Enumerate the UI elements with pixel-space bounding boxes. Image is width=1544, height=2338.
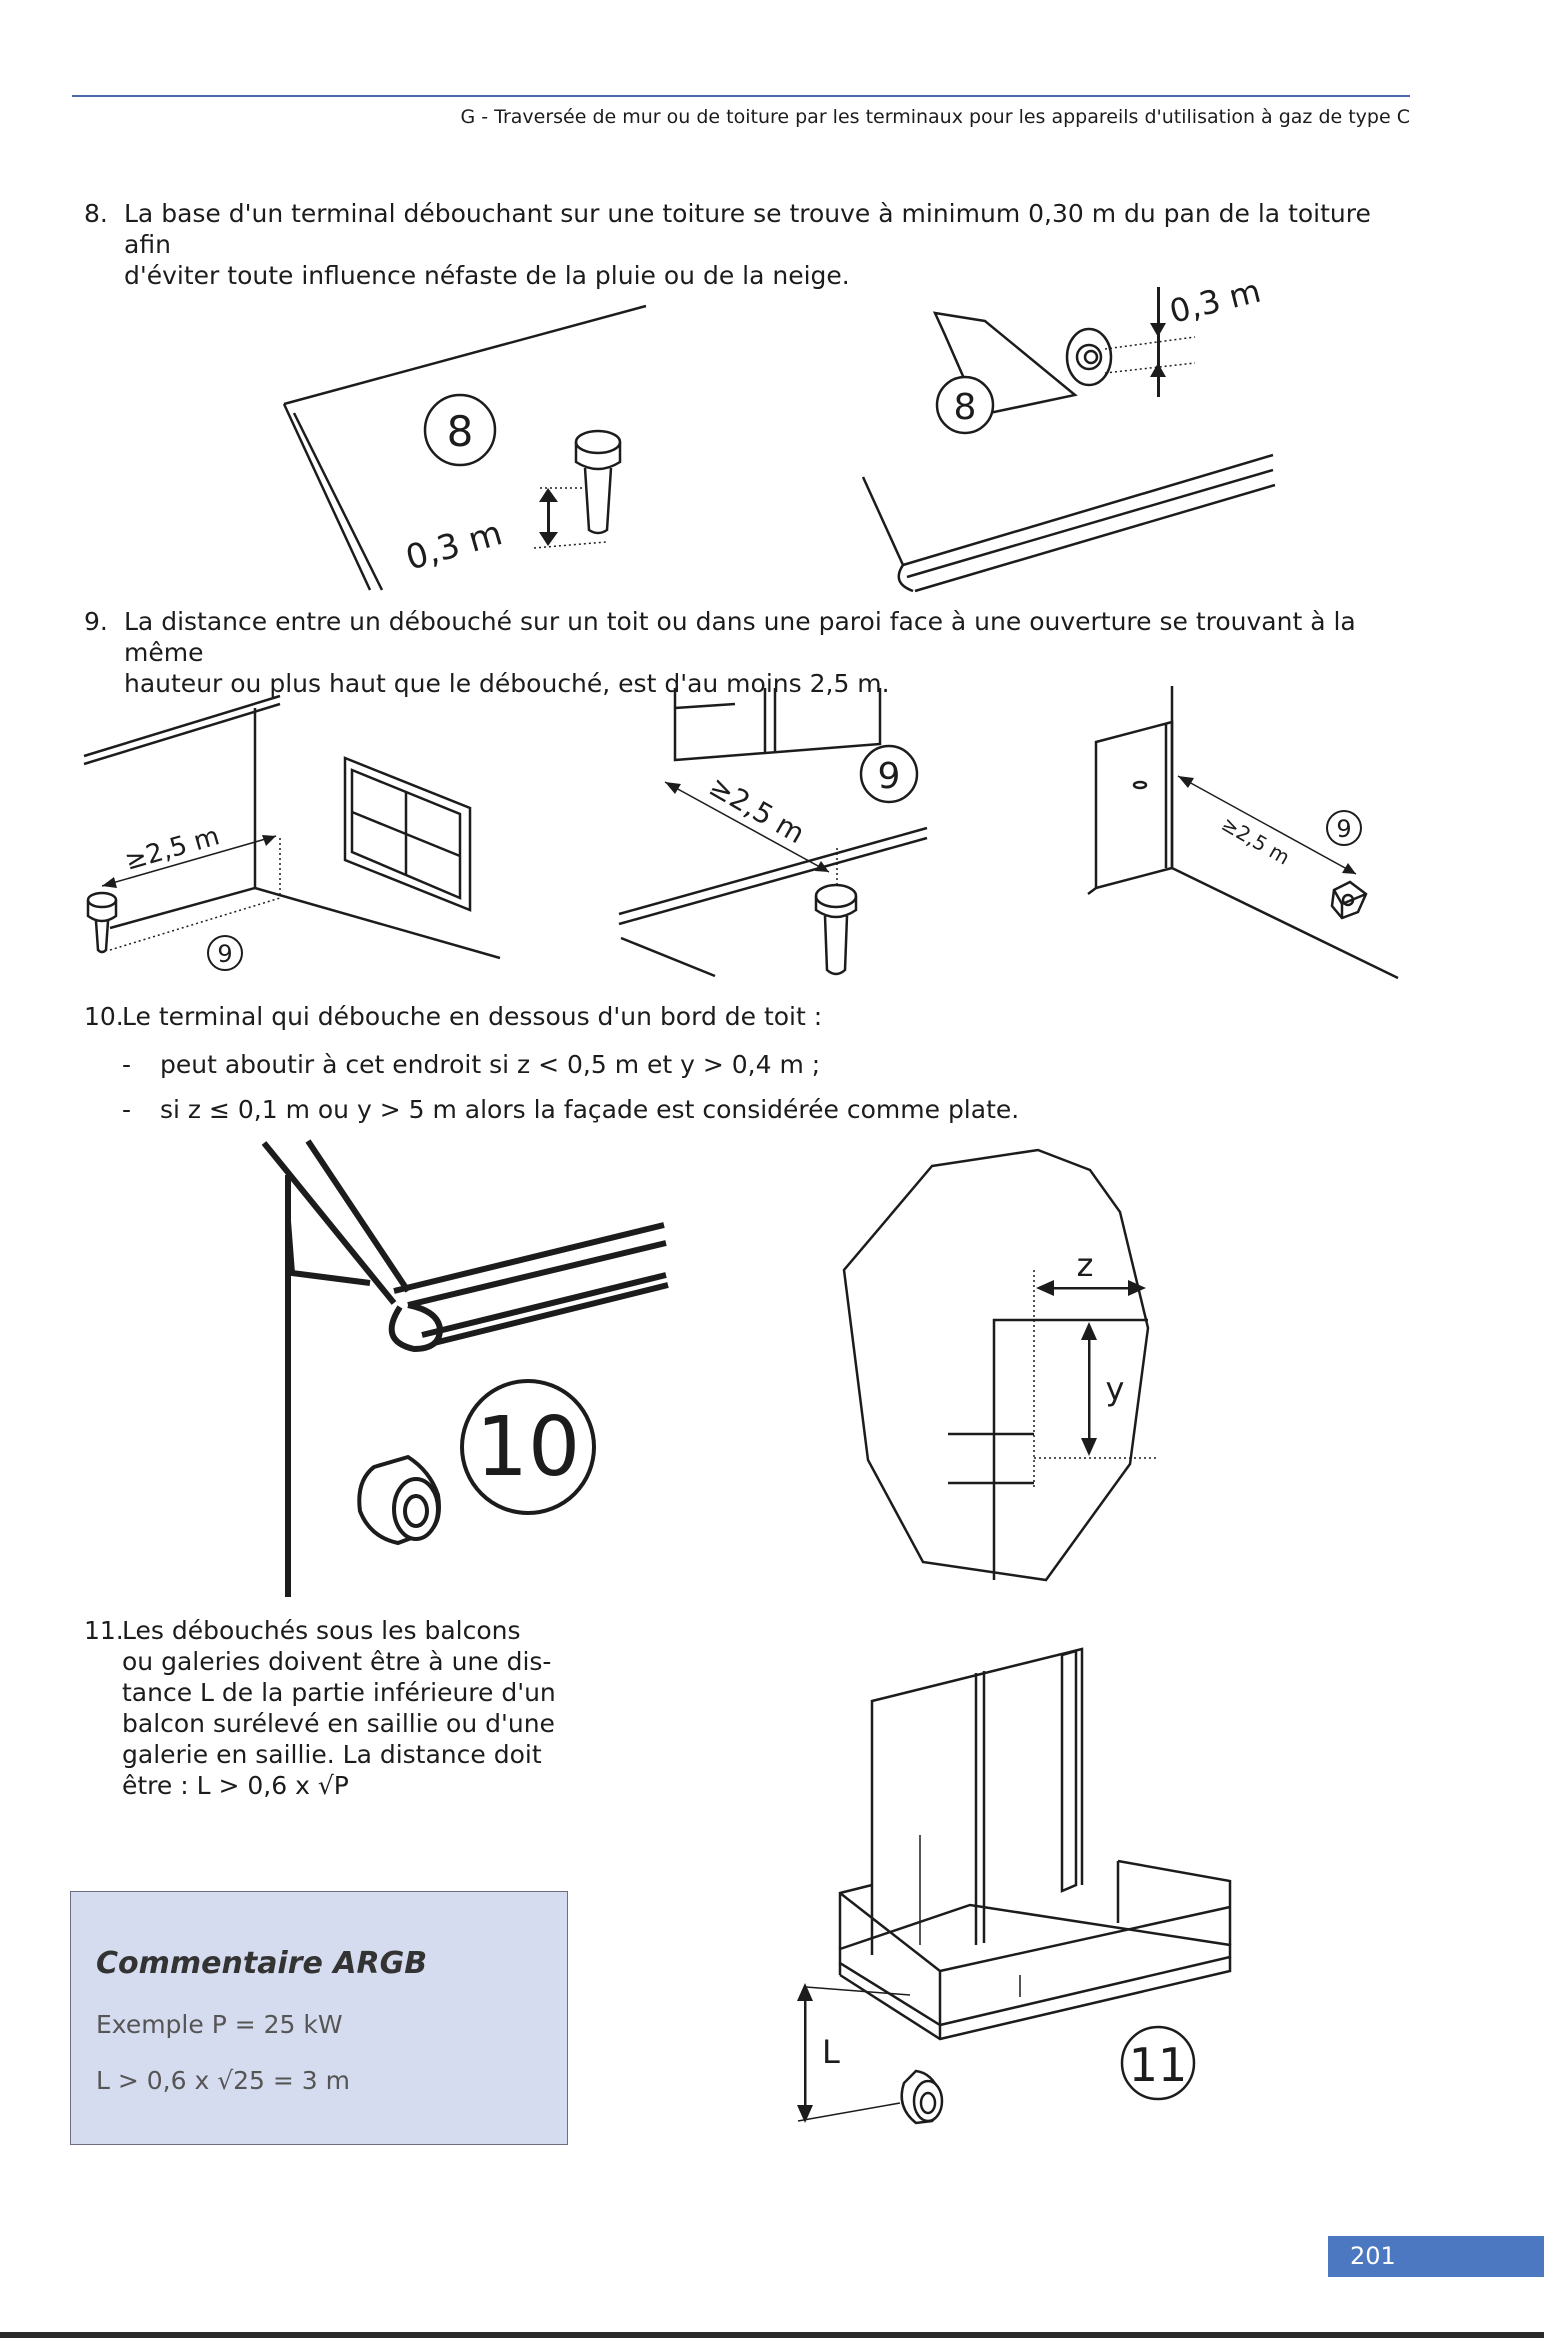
dimension-label: y [1106,1370,1125,1408]
bottom-edge [0,2332,1544,2338]
item-text-line: hauteur ou plus haut que le débouché, es… [124,669,890,698]
figure-marker: 10 [476,1400,580,1495]
item-text-line: balcon surélevé en saillie ou d'une [122,1709,555,1738]
dimension-label: ≥2,5 m [704,769,811,850]
figure-11-balcony: L 11 [797,1647,1232,2125]
item-9: 9. La distance entre un débouché sur un … [84,606,1424,699]
item-number: 11. [84,1616,124,1645]
bullet-dash: - [122,1050,132,1079]
figure-9-roof-window: ≥2,5 m 9 [83,694,501,971]
figure-10-facade-detail: z y [842,1148,1156,1582]
item-text-line: La base d'un terminal débouchant sur une… [124,199,1371,259]
figure-marker: 8 [447,407,474,456]
page-number: 201 [1350,2242,1396,2270]
comment-line: L > 0,6 x √25 = 3 m [96,2066,351,2095]
running-header: G - Traversée de mur ou de toiture par l… [460,106,1410,128]
figure-marker: 11 [1129,2038,1188,2092]
dimension-label: 0,3 m [1166,272,1265,331]
item-number: 10. [84,1002,124,1031]
dimension-label: 0,3 m [401,513,506,578]
comment-title: Commentaire ARGB [96,1946,428,1981]
bullet-text: peut aboutir à cet endroit si z < 0,5 m … [160,1050,821,1079]
figure-9-roof-opening: ≥2,5 m 9 [618,688,928,978]
header-rule [72,95,1410,97]
item-number: 8. [84,199,108,228]
item-text-line: La distance entre un débouché sur un toi… [124,607,1356,667]
item-text-line: Les débouchés sous les balcons [122,1616,521,1645]
item-text-line: galerie en saillie. La distance doit [122,1740,542,1769]
item-number: 9. [84,607,108,636]
item-text-line: ou galeries doivent être à une dis- [122,1647,552,1676]
figure-8-wall-terminal: 8 0,3 m [861,272,1276,593]
dimension-label: z [1077,1246,1094,1284]
figure-9-door-wall: ≥2,5 m 9 [1087,686,1399,980]
bullet-item: - si z ≤ 0,1 m ou y > 5 m alors la façad… [122,1094,1322,1125]
bullet-dash: - [122,1095,132,1124]
dimension-label: ≥2,5 m [1218,812,1294,870]
figure-marker: 9 [1336,815,1351,843]
dimension-label: ≥2,5 m [122,821,223,877]
marker-circle-8 [423,393,497,467]
item-text-line: être : L > 0,6 x √P [122,1771,349,1800]
comment-line: Exemple P = 25 kW [96,2010,343,2039]
bullet-text: si z ≤ 0,1 m ou y > 5 m alors la façade … [160,1095,1020,1124]
figure-marker: 8 [954,387,977,428]
dimension-label: L [822,2033,840,2071]
item-text-line: d'éviter toute influence néfaste de la p… [124,261,850,290]
page-number-bar: 201 [1328,2236,1544,2277]
item-text-line: tance L de la partie inférieure d'un [122,1678,556,1707]
item-11: 11. Les débouchés sous les balcons ou ga… [84,1615,566,1801]
figure-10-roof-edge: 10 [261,1139,669,1597]
figure-marker: 9 [217,940,232,968]
figure-8-roof-terminal: 8 0,3 m [282,304,647,591]
comment-box: Commentaire ARGB Exemple P = 25 kW L > 0… [70,1891,568,2145]
figure-marker: 9 [878,756,901,797]
item-text-line: Le terminal qui débouche en dessous d'un… [122,1002,823,1031]
bullet-item: - peut aboutir à cet endroit si z < 0,5 … [122,1049,1322,1080]
item-8: 8. La base d'un terminal débouchant sur … [84,198,1424,291]
item-10: 10. Le terminal qui débouche en dessous … [84,1001,1424,1032]
